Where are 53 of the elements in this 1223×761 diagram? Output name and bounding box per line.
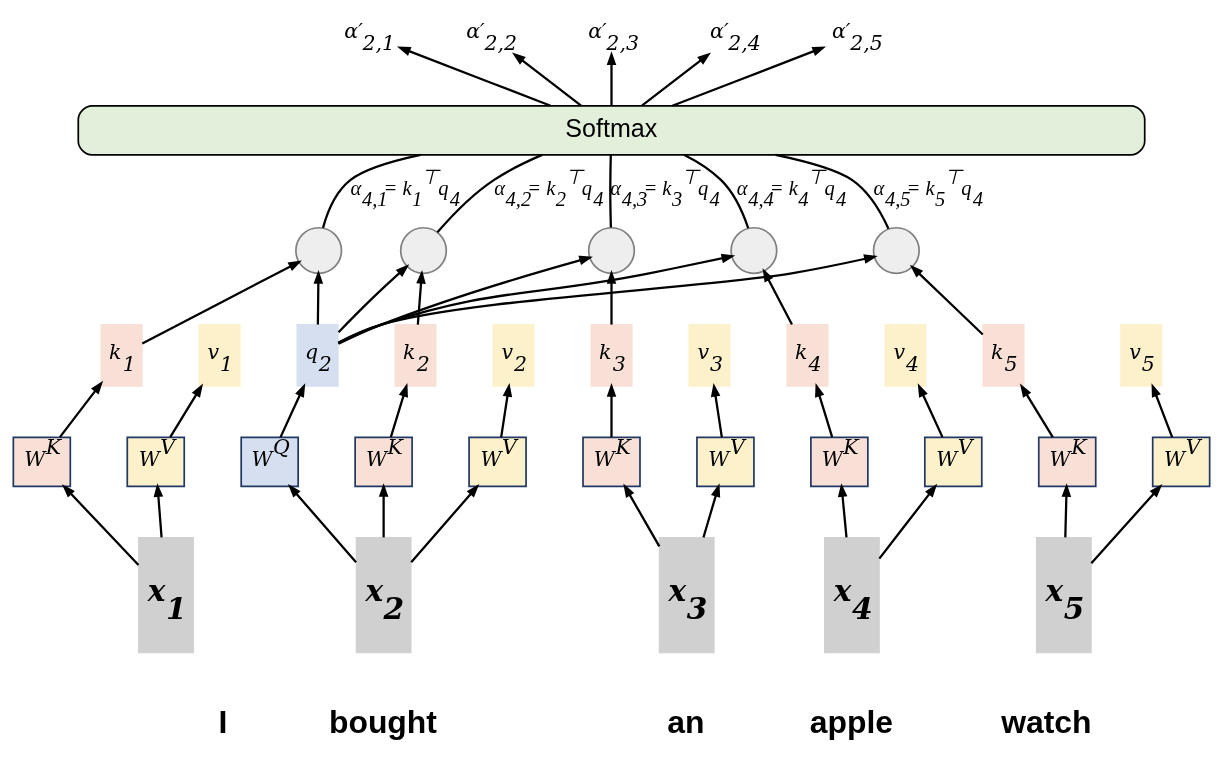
arrow bbox=[710, 382, 723, 437]
arrow bbox=[59, 380, 104, 438]
node-circle bbox=[587, 226, 636, 274]
arrow bbox=[762, 267, 793, 325]
arrow bbox=[313, 269, 324, 325]
arrow bbox=[1019, 382, 1054, 438]
arrow bbox=[61, 483, 140, 566]
arrow bbox=[623, 483, 661, 547]
connector bbox=[683, 153, 750, 229]
arrow bbox=[500, 382, 513, 437]
arrow bbox=[337, 263, 410, 333]
arrow bbox=[606, 269, 617, 325]
node-circle bbox=[872, 226, 920, 274]
arrow bbox=[917, 382, 944, 438]
arrow bbox=[702, 482, 721, 538]
node-label: watch bbox=[1001, 703, 1092, 740]
node-circle bbox=[730, 226, 778, 274]
arrow bbox=[337, 253, 878, 344]
arrow bbox=[389, 382, 408, 437]
connector bbox=[321, 153, 421, 228]
arrow bbox=[909, 264, 984, 335]
arrow bbox=[1090, 483, 1163, 564]
arrow bbox=[396, 46, 551, 107]
arrow bbox=[815, 382, 834, 437]
arrow bbox=[337, 253, 736, 344]
arrow bbox=[606, 50, 617, 105]
arrow bbox=[672, 46, 827, 107]
node-label: an bbox=[667, 703, 705, 740]
arrow bbox=[1151, 382, 1174, 437]
arrow bbox=[410, 483, 480, 563]
connector bbox=[436, 153, 543, 233]
arrow bbox=[606, 382, 617, 437]
arrow bbox=[287, 483, 357, 563]
connector bbox=[775, 153, 890, 229]
arrow bbox=[338, 255, 593, 345]
arrow bbox=[378, 482, 389, 537]
arrow bbox=[279, 382, 306, 438]
node-box: Softmax bbox=[77, 104, 1146, 156]
node-label: bought bbox=[328, 703, 437, 740]
arrow bbox=[837, 482, 848, 537]
arrow bbox=[141, 259, 302, 344]
arrow bbox=[512, 52, 582, 107]
arrow bbox=[1061, 482, 1072, 537]
arrow bbox=[878, 483, 938, 559]
connector bbox=[609, 154, 612, 228]
arrow bbox=[153, 482, 164, 537]
node-label: I bbox=[218, 703, 228, 740]
node-circle bbox=[295, 226, 343, 274]
arrow bbox=[416, 269, 426, 325]
arrow bbox=[641, 52, 711, 107]
node-label: apple bbox=[809, 703, 894, 740]
arrow bbox=[169, 382, 204, 438]
node-circle bbox=[399, 226, 448, 274]
